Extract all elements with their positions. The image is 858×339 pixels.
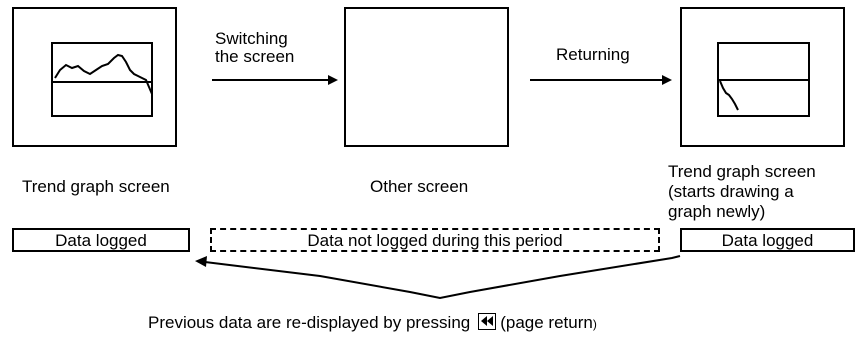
arrow-returning-head — [662, 75, 672, 85]
return-brace — [204, 255, 681, 300]
other-screen-caption: Other screen — [370, 177, 469, 196]
data-not-logged-period: Data not logged during this period — [210, 228, 660, 252]
trend-screen-left-caption: Trend graph screen — [22, 177, 170, 196]
trend-curve-full — [54, 53, 153, 95]
arrow-switching-head — [328, 75, 338, 85]
trend-graph-screen-left — [12, 7, 177, 147]
footer-text: Previous data are re-displayed by pressi… — [148, 313, 471, 332]
trend-curve-new — [719, 80, 739, 111]
other-screen — [344, 7, 509, 147]
data-logged-left: Data logged — [12, 228, 190, 252]
trend-screen-right-caption-line-1: Trend graph screen — [668, 162, 816, 181]
footer-note: Previous data are re-displayed by pressi… — [148, 313, 597, 334]
trend-screen-right-caption-line-3: graph newly) — [668, 202, 766, 221]
return-brace-arrowhead — [195, 256, 207, 267]
switching-label-line-2: the screen — [215, 47, 295, 66]
data-logged-right: Data logged — [680, 228, 855, 252]
trend-screen-right-caption-line-2: (starts drawing a — [668, 182, 794, 201]
trend-graph-frame-left — [51, 42, 153, 117]
returning-label: Returning — [556, 45, 630, 64]
footer-key-caption-close: ) — [592, 317, 597, 331]
trend-graph-screen-right — [680, 7, 845, 147]
switching-label-line-1: Switching — [215, 29, 288, 48]
footer-key-caption: (page return — [500, 313, 593, 332]
page-return-icon — [478, 313, 497, 330]
